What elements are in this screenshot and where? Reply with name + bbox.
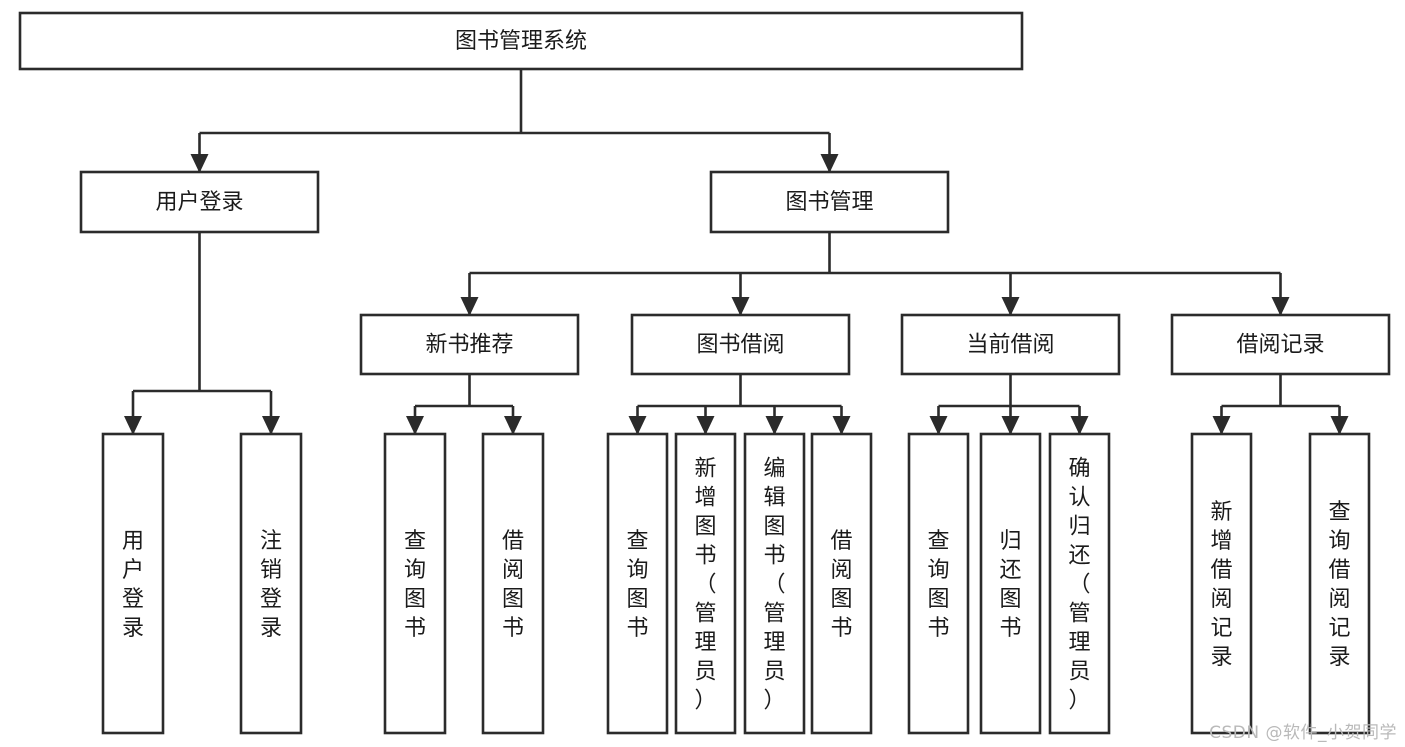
- arrow-head-icon: [190, 154, 209, 173]
- node-leaf-query-book-borrow[interactable]: 查询图书: [606, 432, 669, 735]
- node-label-leaf-add-borrow-record: 新增借阅记录: [1210, 500, 1232, 670]
- node-label-book-management: 图书管理: [785, 190, 873, 215]
- node-leaf-return-book[interactable]: 归还图书: [979, 432, 1042, 735]
- node-label-leaf-query-book-recommend: 查询图书: [404, 529, 426, 641]
- node-label-new-book-recommend: 新书推荐: [425, 333, 513, 358]
- arrow-head-icon: [929, 416, 948, 435]
- node-label-leaf-add-book-admin: 新增图书（管理员）: [694, 457, 716, 714]
- node-box-leaf-borrow-book-recommend: [481, 432, 545, 735]
- arrow-head-icon: [124, 416, 142, 435]
- node-label-leaf-return-book: 归还图书: [999, 529, 1021, 641]
- node-leaf-confirm-return-admin[interactable]: 确认归还（管理员）: [1048, 432, 1111, 735]
- node-book-management[interactable]: 图书管理: [709, 170, 950, 234]
- node-leaf-add-book-admin[interactable]: 新增图书（管理员）: [674, 432, 737, 735]
- node-box-leaf-logout: [239, 432, 303, 735]
- node-leaf-logout[interactable]: 注销登录: [239, 432, 303, 735]
- arrow-head-icon: [1330, 416, 1349, 435]
- node-root[interactable]: 图书管理系统: [18, 11, 1024, 71]
- node-label-leaf-query-book-current: 查询图书: [927, 529, 949, 641]
- node-box-leaf-query-book-current: [907, 432, 970, 735]
- arrow-head-icon: [406, 416, 424, 435]
- arrow-head-icon: [1212, 416, 1231, 435]
- node-box-leaf-return-book: [979, 432, 1042, 735]
- node-label-leaf-confirm-return-admin: 确认归还（管理员）: [1068, 457, 1090, 714]
- node-box-root: [18, 11, 1024, 71]
- node-user-login[interactable]: 用户登录: [79, 170, 320, 234]
- node-borrow-record[interactable]: 借阅记录: [1170, 313, 1391, 376]
- connector-edges-layer: [124, 69, 1349, 435]
- node-label-leaf-query-book-borrow: 查询图书: [626, 529, 648, 641]
- node-new-book-recommend[interactable]: 新书推荐: [359, 313, 580, 376]
- node-leaf-add-borrow-record[interactable]: 新增借阅记录: [1190, 432, 1253, 735]
- arrow-head-icon: [765, 416, 784, 435]
- node-box-book-management: [709, 170, 950, 234]
- nodes-layer: 图书管理系统用户登录图书管理新书推荐图书借阅当前借阅借阅记录用户登录注销登录查询…: [18, 11, 1391, 735]
- node-box-leaf-query-book-borrow: [606, 432, 669, 735]
- arrow-head-icon: [731, 297, 750, 316]
- node-box-user-login: [79, 170, 320, 234]
- node-label-leaf-user-login: 用户登录: [122, 529, 144, 641]
- node-label-root: 图书管理系统: [455, 29, 587, 54]
- node-label-leaf-logout: 注销登录: [260, 529, 282, 641]
- node-box-leaf-borrow-book: [810, 432, 873, 735]
- node-box-leaf-add-book-admin: [674, 432, 737, 735]
- node-leaf-query-book-current[interactable]: 查询图书: [907, 432, 970, 735]
- node-label-user-login: 用户登录: [155, 190, 243, 215]
- arrow-head-icon: [696, 416, 715, 435]
- arrow-head-icon: [1001, 297, 1020, 316]
- node-label-book-borrow: 图书借阅: [696, 333, 784, 358]
- node-box-new-book-recommend: [359, 313, 580, 376]
- node-leaf-query-borrow-record[interactable]: 查询借阅记录: [1308, 432, 1371, 735]
- node-box-leaf-add-borrow-record: [1190, 432, 1253, 735]
- node-label-leaf-edit-book-admin: 编辑图书（管理员）: [763, 457, 785, 714]
- node-box-borrow-record: [1170, 313, 1391, 376]
- arrow-head-icon: [1271, 297, 1290, 316]
- arrow-head-icon: [832, 416, 851, 435]
- node-leaf-edit-book-admin[interactable]: 编辑图书（管理员）: [743, 432, 806, 735]
- node-box-leaf-edit-book-admin: [743, 432, 806, 735]
- node-leaf-user-login[interactable]: 用户登录: [101, 432, 165, 735]
- node-box-leaf-query-book-recommend: [383, 432, 447, 735]
- node-leaf-borrow-book-recommend[interactable]: 借阅图书: [481, 432, 545, 735]
- node-current-borrow[interactable]: 当前借阅: [900, 313, 1121, 376]
- node-label-leaf-query-borrow-record: 查询借阅记录: [1328, 500, 1350, 670]
- node-label-leaf-borrow-book: 借阅图书: [830, 529, 852, 641]
- arrow-head-icon: [460, 297, 479, 316]
- node-box-book-borrow: [630, 313, 851, 376]
- node-leaf-query-book-recommend[interactable]: 查询图书: [383, 432, 447, 735]
- arrow-head-icon: [1070, 416, 1089, 435]
- node-box-leaf-user-login: [101, 432, 165, 735]
- node-box-leaf-query-borrow-record: [1308, 432, 1371, 735]
- node-label-borrow-record: 借阅记录: [1236, 333, 1324, 358]
- node-book-borrow[interactable]: 图书借阅: [630, 313, 851, 376]
- arrow-head-icon: [504, 416, 522, 435]
- node-box-leaf-confirm-return-admin: [1048, 432, 1111, 735]
- arrow-head-icon: [1001, 416, 1020, 435]
- arrow-head-icon: [628, 416, 647, 435]
- node-box-current-borrow: [900, 313, 1121, 376]
- node-leaf-borrow-book[interactable]: 借阅图书: [810, 432, 873, 735]
- arrow-head-icon: [820, 154, 839, 173]
- node-label-leaf-borrow-book-recommend: 借阅图书: [502, 529, 524, 641]
- node-label-current-borrow: 当前借阅: [966, 333, 1054, 358]
- arrow-head-icon: [262, 416, 280, 435]
